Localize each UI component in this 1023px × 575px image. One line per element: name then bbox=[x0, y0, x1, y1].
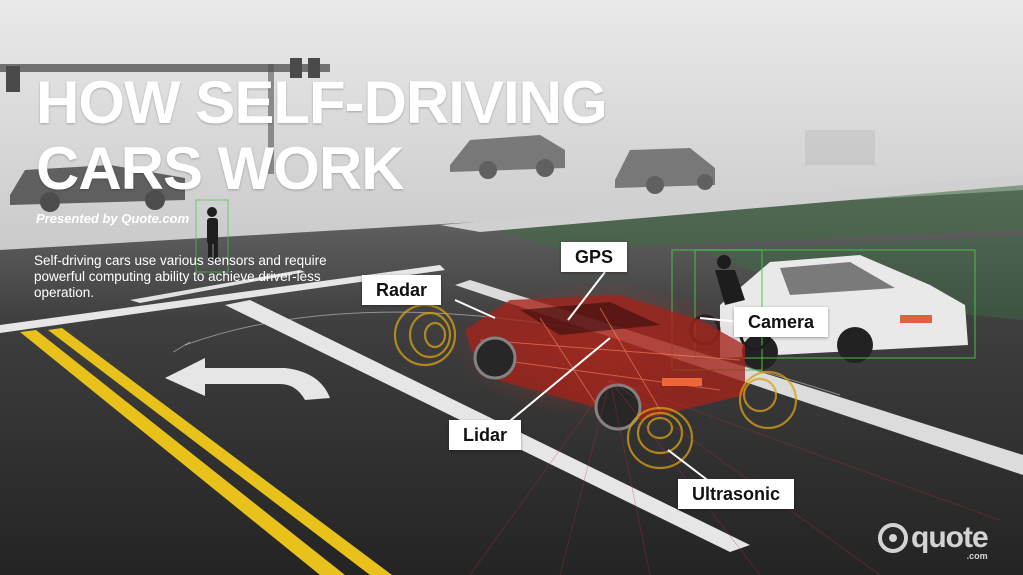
page-title: HOW SELF-DRIVING CARS WORK bbox=[36, 69, 608, 202]
title-line-1: HOW SELF-DRIVING bbox=[36, 69, 608, 136]
quote-logo-icon bbox=[878, 523, 908, 553]
presenter-credit: Presented by Quote.com bbox=[36, 211, 190, 226]
brand-name: quote bbox=[911, 521, 989, 554]
left-turn-arrow-icon bbox=[165, 358, 330, 400]
autonomous-car bbox=[450, 280, 750, 431]
quote-logo: quote .com bbox=[878, 518, 989, 561]
ultrasonic-callout: Ultrasonic bbox=[678, 479, 795, 509]
title-line-2: CARS WORK bbox=[36, 135, 405, 202]
camera-callout: Camera bbox=[734, 307, 829, 337]
brand-suffix: .com bbox=[966, 551, 988, 561]
lidar-callout: Lidar bbox=[449, 420, 522, 450]
intro-text: Self-driving cars use various sensors an… bbox=[34, 253, 327, 300]
pedestrian bbox=[207, 207, 218, 261]
gps-callout: GPS bbox=[561, 242, 628, 272]
radar-callout: Radar bbox=[362, 275, 442, 305]
